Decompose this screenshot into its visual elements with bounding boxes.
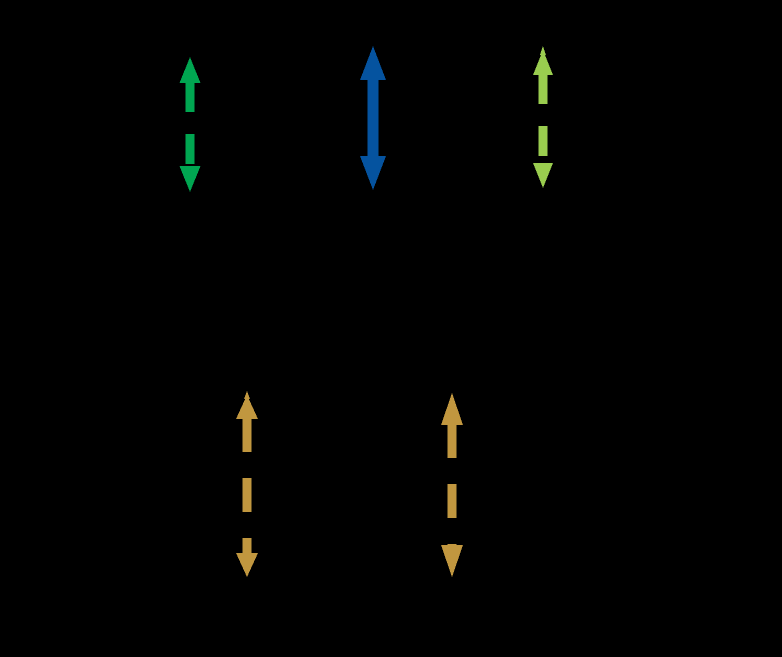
arrow-light-green-icon <box>533 46 553 188</box>
arrow-gold-left-tip-accent <box>244 391 250 399</box>
arrow-blue-icon <box>360 46 386 190</box>
arrow-blue-head-up <box>360 46 386 80</box>
arrow-gold-left-icon <box>236 391 258 577</box>
arrow-blue-head-down <box>360 156 386 190</box>
arrow-gold-right-head-down <box>441 545 463 577</box>
arrow-green-head-up <box>179 57 201 83</box>
arrow-light-green-head-up <box>533 50 553 75</box>
arrow-gold-right-head-up <box>441 393 463 425</box>
arrow-gold-left-head-down <box>236 553 258 577</box>
arrow-green-icon <box>179 57 201 192</box>
arrow-green-head-down <box>179 166 201 192</box>
arrow-light-green-tip-accent <box>540 46 546 55</box>
arrow-light-green-head-down <box>533 163 553 188</box>
arrow-gold-right-icon <box>441 393 463 577</box>
arrow-gold-left-head-up <box>236 395 258 419</box>
